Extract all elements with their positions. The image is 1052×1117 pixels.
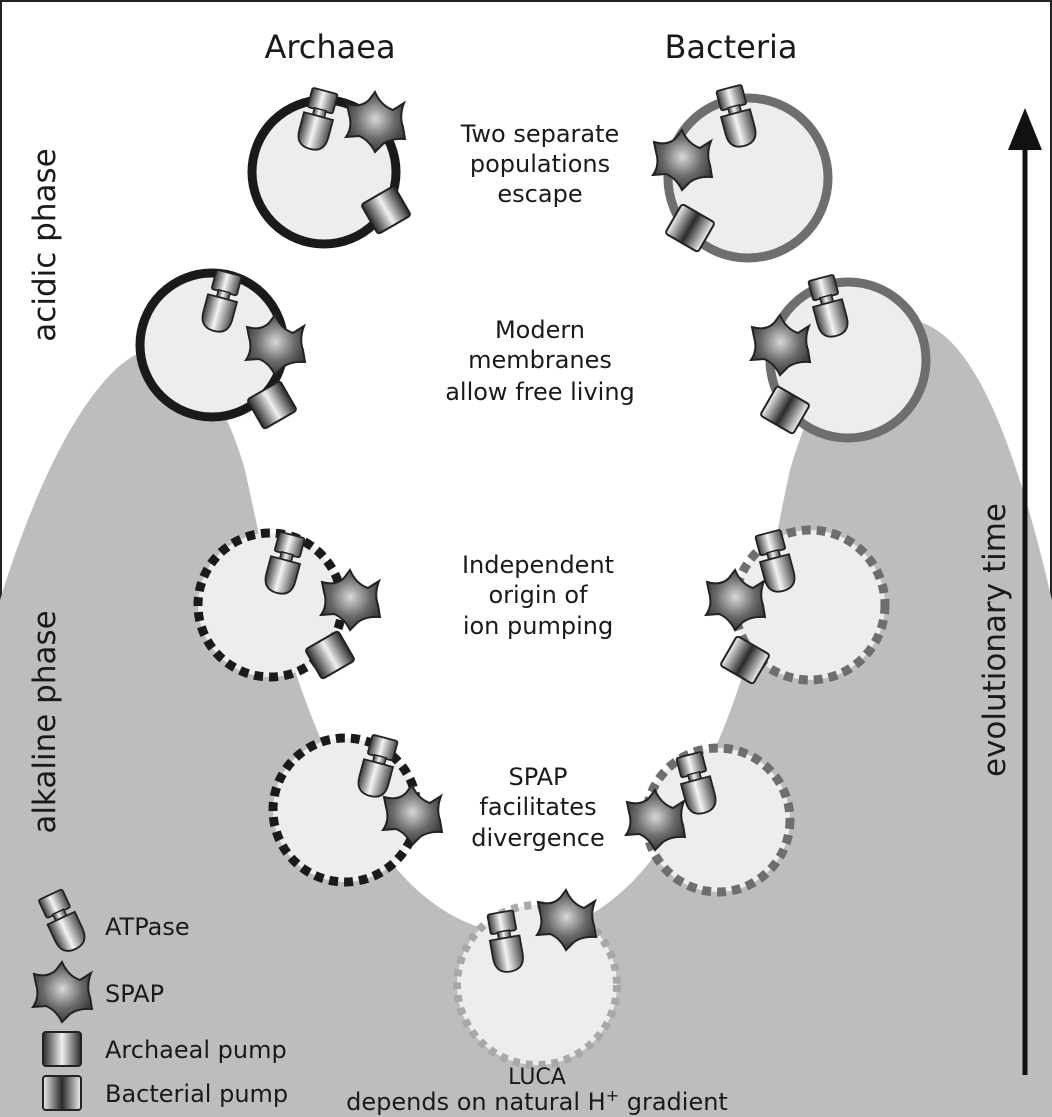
- bacteria-cell-ion-pumping: [705, 525, 890, 686]
- legend-bacterial-pump-label: Bacterial pump: [105, 1080, 288, 1108]
- time-axis-arrowhead: [1008, 108, 1042, 150]
- stage-escape-line3: escape: [497, 180, 582, 208]
- stage-ion-line3: ion pumping: [463, 612, 613, 640]
- stage-modern-line2: membranes: [468, 346, 612, 374]
- archaea-heading: Archaea: [264, 28, 395, 66]
- stage-ion-caption: Independent origin of ion pumping: [462, 551, 614, 640]
- stage-modern-line1: Modern: [495, 316, 585, 344]
- legend-bacterial-pump-icon: [42, 1075, 82, 1111]
- alkaline-background: [0, 320, 1052, 1117]
- stage-escape-caption: Two separate populations escape: [460, 120, 620, 208]
- legend-atpase-label: ATPase: [105, 913, 190, 941]
- stage-escape-line1: Two separate: [460, 120, 620, 148]
- luca-description: depends on natural H+ gradient: [346, 1086, 728, 1116]
- bacteria-cell-modern: [750, 273, 931, 443]
- stage-spap-line2: facilitates: [479, 793, 596, 821]
- bacteria-heading: Bacteria: [664, 28, 797, 66]
- archaea-cell-modern: [135, 268, 306, 431]
- stage-modern-line3: allow free living: [445, 378, 635, 406]
- time-axis-label: evolutionary time: [977, 503, 1013, 777]
- stage-ion-line2: origin of: [488, 581, 588, 609]
- bacteria-cell-escape: [652, 83, 833, 263]
- archaea-cell-escape: [247, 86, 412, 249]
- legend-archaeal-pump-label: Archaeal pump: [105, 1036, 287, 1064]
- stage-spap-line1: SPAP: [508, 763, 567, 791]
- alkaline-phase-label: alkaline phase: [27, 610, 63, 833]
- stage-spap-caption: SPAP facilitates divergence: [471, 763, 605, 852]
- stage-spap-line3: divergence: [471, 824, 605, 852]
- stage-escape-line2: populations: [470, 150, 610, 178]
- archaea-cell-spap: [268, 733, 443, 887]
- luca-label: LUCA: [508, 1065, 566, 1090]
- legend: ATPase SPAP Archaeal pump Bacterial pump: [32, 887, 288, 1111]
- stage-modern-caption: Modern membranes allow free living: [445, 316, 635, 406]
- luca-cell: [453, 889, 621, 1069]
- bacteria-cell-spap: [625, 743, 795, 897]
- legend-spap-label: SPAP: [105, 980, 164, 1008]
- archaea-cell-ion-pumping: [193, 528, 381, 682]
- stage-ion-line1: Independent: [462, 551, 614, 579]
- acidic-phase-label: acidic phase: [27, 148, 63, 341]
- legend-archaeal-pump-icon: [42, 1031, 82, 1067]
